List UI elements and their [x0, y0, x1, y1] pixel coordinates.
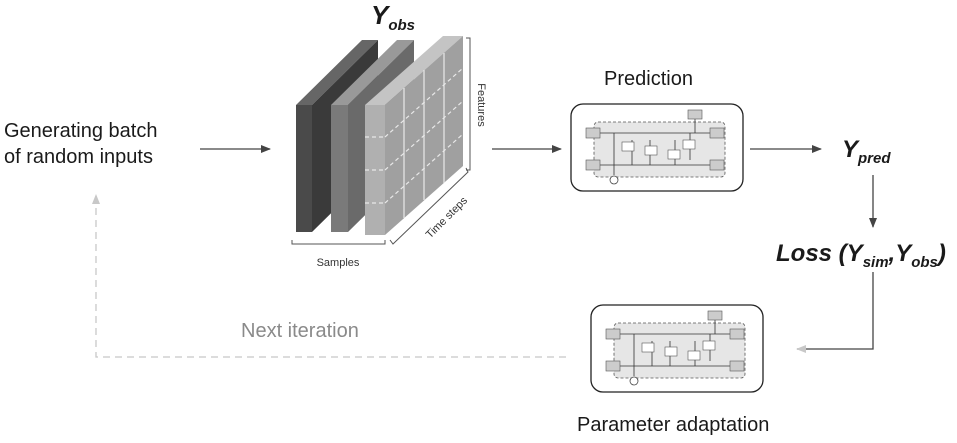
next-iteration-label: Next iteration — [241, 320, 359, 342]
tensor-slab-3 — [365, 36, 464, 235]
observation-tensor: Features Samples Time steps — [291, 36, 487, 269]
timesteps-axis-label: Time steps — [424, 194, 471, 241]
samples-axis-label: Samples — [317, 257, 360, 269]
features-bracket — [466, 37, 471, 171]
samples-bracket — [291, 240, 386, 245]
loss-prefix: Loss (Y — [776, 240, 863, 267]
lstm-prediction-box — [570, 103, 744, 192]
input-label-line-2: of random inputs — [4, 146, 153, 168]
ypred-output: Ypred — [842, 136, 891, 167]
ypred-subscript: pred — [858, 150, 891, 167]
loss-function-label: Loss (Ysim,Yobs) — [776, 240, 946, 271]
loss-sub-obs: obs — [911, 254, 938, 271]
yobs-title: Yobs — [371, 0, 416, 34]
yobs-symbol: Y — [371, 0, 389, 30]
parameter-adaptation-label: Parameter adaptation — [577, 414, 770, 436]
timesteps-bracket — [389, 167, 469, 245]
prediction-label: Prediction — [604, 68, 693, 90]
arrow-next-iteration-loop — [92, 194, 566, 358]
features-axis-label: Features — [475, 83, 487, 127]
input-label-line-1: Generating batch — [4, 120, 158, 142]
lstm-adaptation-box — [590, 304, 764, 393]
ypred-symbol: Y — [842, 136, 859, 163]
loss-mid: ,Y — [888, 240, 912, 267]
loss-sub-sim: sim — [862, 254, 889, 271]
arrow-loss-to-adaptation — [796, 272, 874, 353]
input-generation-label: Generating batch of random inputs — [4, 118, 194, 170]
loss-suffix: ) — [937, 240, 946, 267]
yobs-subscript: obs — [388, 17, 416, 34]
